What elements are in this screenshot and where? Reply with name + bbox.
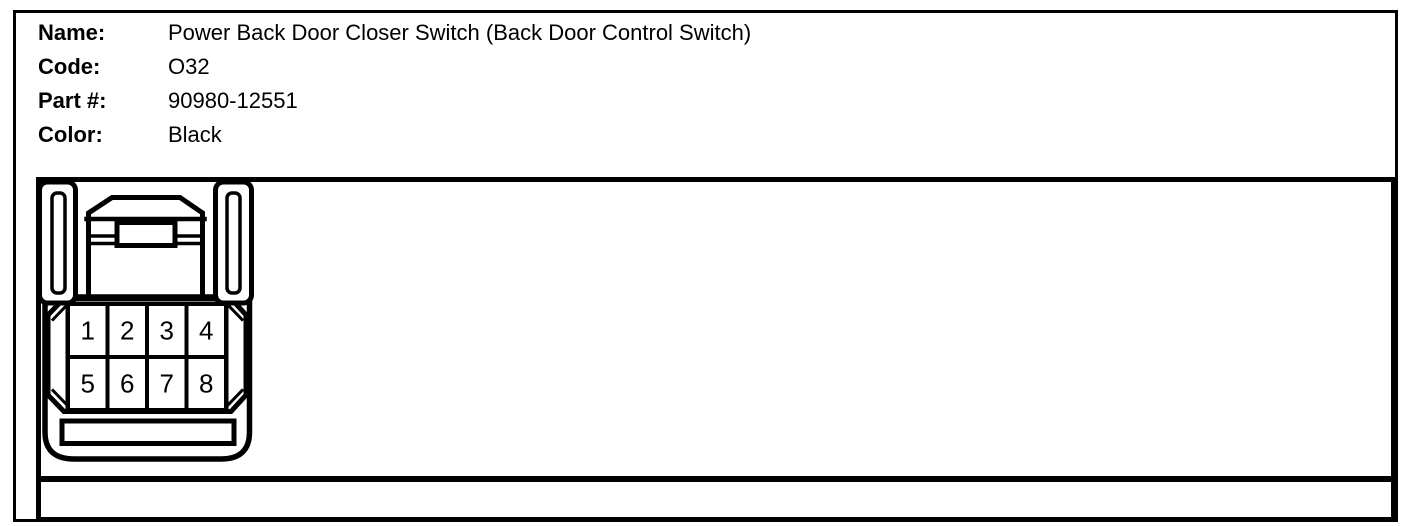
color-value: Black [168,122,222,147]
code-value: O32 [168,54,210,79]
latch-rails [89,234,202,246]
pin-cell [184,302,228,359]
pin-number: 1 [81,316,95,346]
latch-hood [86,195,205,299]
color-label: Color: [38,122,103,147]
code-label: Code: [38,54,101,79]
name-value: Power Back Door Closer Switch (Back Door… [168,20,752,45]
pin-cell [66,355,110,412]
pin-cell [184,355,228,412]
part-number-label: Part #: [38,88,107,113]
name-label: Name: [38,20,106,45]
ear-right-inner [225,191,242,295]
pin-number: 8 [199,369,213,399]
connector-info: Name: Power Back Door Closer Switch (Bac… [38,16,751,152]
pin-number: 7 [160,369,174,399]
part-number-value: 90980-12551 [168,88,298,113]
ear-left-inner [50,191,67,295]
bottom-skirt-slot [59,418,237,446]
field-row-color: Color: Black [38,118,751,152]
field-row-name: Name: Power Back Door Closer Switch (Bac… [38,16,751,50]
diagram-panel [36,177,1396,522]
terminal-block-inner-line [50,302,245,408]
pin-number: 3 [160,316,174,346]
pin-number: 6 [120,369,134,399]
pin-cell [105,355,149,412]
bottom-empty-row [41,476,1391,517]
pin-number: 2 [120,316,134,346]
latch-tab [114,220,178,248]
field-row-code: Code: O32 [38,50,751,84]
pin-cell [66,302,110,359]
pin-number: 4 [199,316,213,346]
field-row-part-number: Part #: 90980-12551 [38,84,751,118]
pin-cell [145,355,189,412]
pin-number: 5 [81,369,95,399]
pin-cell [105,302,149,359]
